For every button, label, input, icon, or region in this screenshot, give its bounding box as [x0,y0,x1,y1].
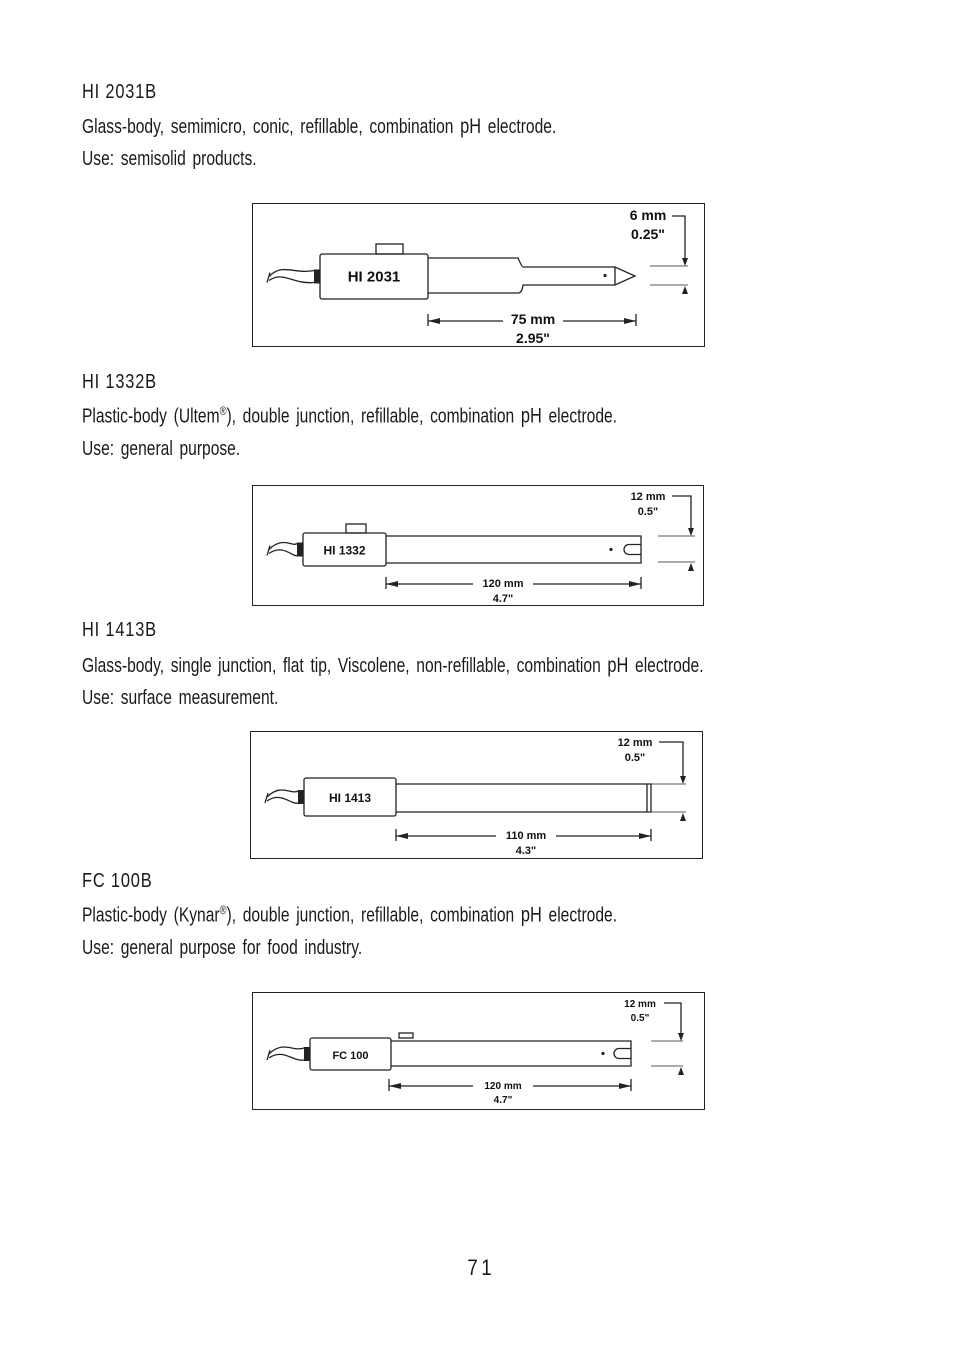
junction-tip [623,543,641,556]
arrow-down-icon [688,528,694,536]
electrode-diagram: HI 1332 12 mm 0.5" 120 mm 4.7" [252,485,704,606]
electrode-cap-body [309,1037,392,1071]
arrow-left-icon [396,833,408,839]
product-heading: HI 2031B [82,81,157,103]
product-description: Glass-body, single junction, flat tip, V… [82,654,704,677]
arrow-down-icon [678,1033,684,1041]
tip-diameter-mm: 12 mm [624,999,656,1010]
arrow-right-icon [629,581,641,587]
dimension-line [672,495,692,530]
model-label: HI 2031 [348,269,401,286]
dimension-line [664,1002,682,1035]
product-description: Plastic-body (Kynar®), double junction, … [82,903,618,927]
product-heading: FC 100B [82,870,153,892]
product-description: Plastic-body (Ultem®), double junction, … [82,404,618,428]
fill-hole-cap [398,1032,414,1039]
model-label: HI 1332 [323,544,365,558]
reference-dot [603,273,607,278]
electrode-diagram: HI 1413 12 mm 0.5" 110 mm 4.3" [250,731,703,859]
cable-strain-relief [298,790,304,804]
product-use: Use: general purpose. [82,438,241,460]
length-in: 4.7" [493,593,514,605]
length-mm: 75 mm [511,311,555,327]
arrow-up-icon [680,813,686,821]
arrow-left-icon [389,1083,401,1089]
length-in: 4.7" [494,1095,513,1106]
length-in: 2.95" [516,330,550,346]
electrode-stem [391,1040,632,1067]
fill-hole-cap [345,523,367,534]
electrode-cap-body [303,777,397,817]
electrode-stem [428,257,637,294]
page-number: 71 [467,1255,496,1280]
tip-diameter-in: 0.5" [631,1013,650,1024]
electrode-diagram: HI 2031 6 mm 0.25" 75 mm 2.95" [252,203,705,347]
electrode-cap-body [302,532,387,567]
cable-strain-relief [297,542,303,557]
arrow-up-icon [682,286,688,294]
tip-diameter-mm: 12 mm [618,737,653,749]
arrow-down-icon [680,776,686,784]
arrow-up-icon [688,563,694,571]
arrow-right-icon [624,318,636,324]
arrow-left-icon [428,318,440,324]
product-use: Use: semisolid products. [82,148,257,170]
cable [266,268,315,284]
product-use: Use: surface measurement. [82,687,279,709]
product-use: Use: general purpose for food industry. [82,937,363,959]
arrow-right-icon [639,833,651,839]
reference-dot [601,1051,605,1056]
length-mm: 110 mm [506,830,547,842]
cable [266,1046,305,1061]
product-heading: HI 1413B [82,619,157,641]
dimension-line [659,741,684,778]
cable-strain-relief [304,1047,310,1061]
dimension-line [672,215,686,260]
arrow-up-icon [678,1067,684,1075]
arrow-left-icon [386,581,398,587]
tip-diameter-mm: 6 mm [630,207,667,223]
product-description: Glass-body, semimicro, conic, refillable… [82,115,557,138]
arrow-right-icon [619,1083,631,1089]
electrode-stem [386,535,642,564]
arrow-down-icon [682,258,688,266]
product-heading: HI 1332B [82,371,157,393]
length-mm: 120 mm [483,578,524,590]
tip-diameter-mm: 12 mm [631,491,666,503]
junction-tip [613,1047,631,1060]
fill-hole-cap [375,243,404,255]
model-label: HI 1413 [329,791,371,805]
electrode-cap-body [319,253,429,300]
length-mm: 120 mm [484,1081,521,1092]
length-in: 4.3" [516,845,537,857]
electrode-diagram: FC 100 12 mm 0.5" 120 mm 4.7" [252,992,705,1110]
model-label: FC 100 [332,1050,368,1062]
tip-diameter-in: 0.5" [625,752,646,764]
cable [264,789,299,804]
cable [266,541,298,557]
electrode-stem [396,783,652,813]
reference-dot [609,547,613,552]
tip-diameter-in: 0.5" [638,506,659,518]
tip-diameter-in: 0.25" [631,226,665,242]
cable-strain-relief [314,269,320,284]
